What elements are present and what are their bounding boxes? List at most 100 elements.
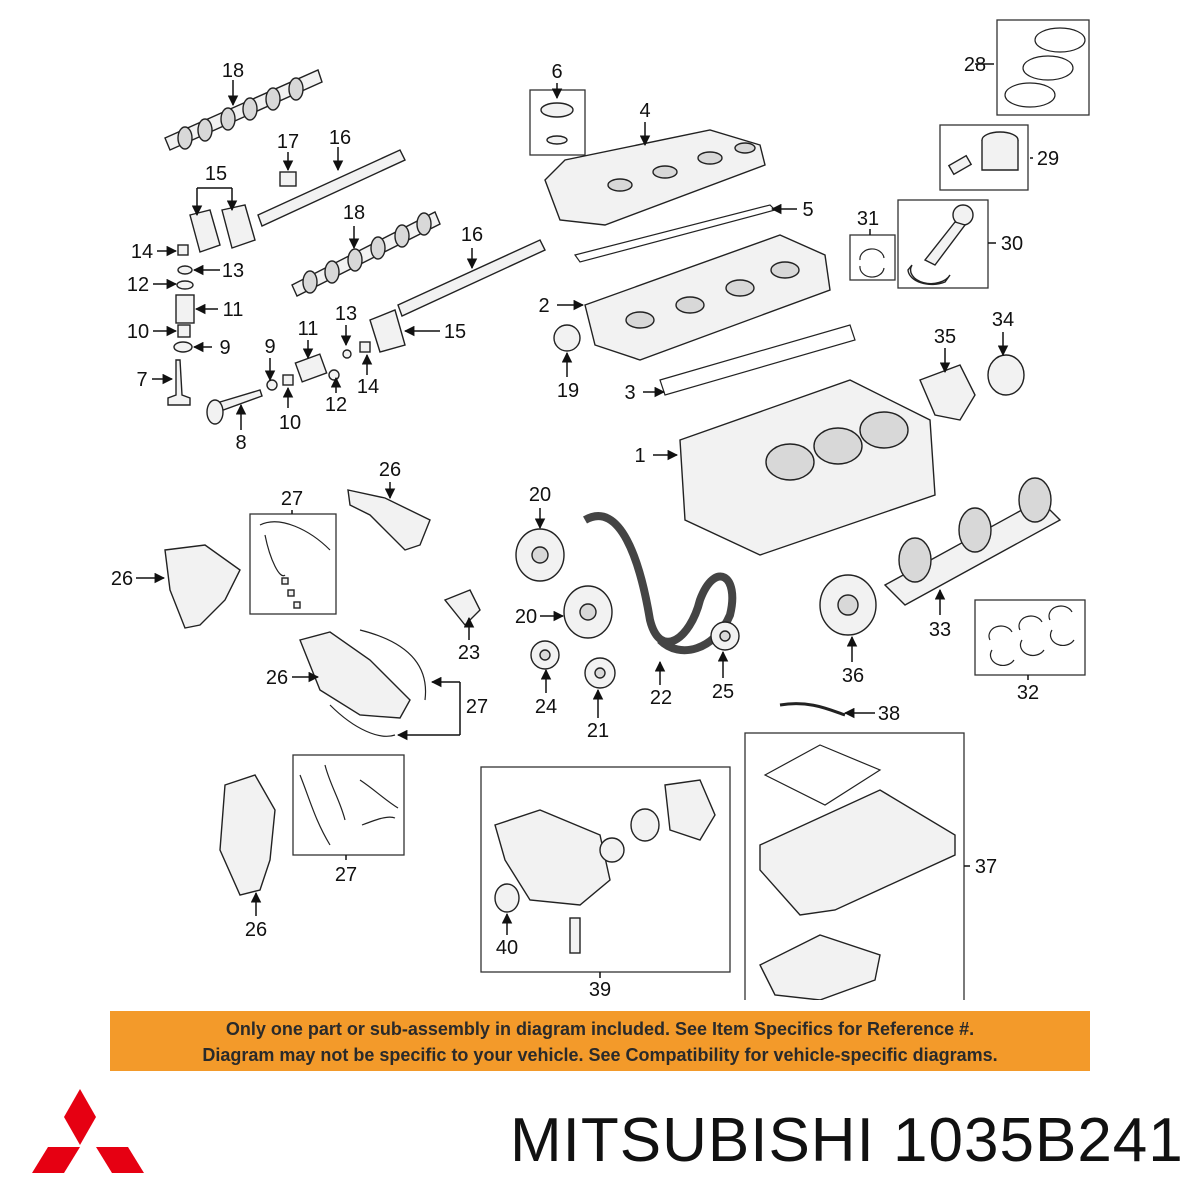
disclaimer-banner: Only one part or sub-assembly in diagram… <box>110 1011 1090 1071</box>
connecting-rod <box>907 204 974 286</box>
callout-7: 7 <box>136 369 147 391</box>
callout-4: 4 <box>639 100 650 122</box>
cover-gasket-box-2 <box>292 754 405 856</box>
oil-pan <box>759 744 956 1000</box>
oil-filler-cap <box>540 102 574 145</box>
callout-27b: 27 <box>466 696 488 718</box>
callout-38: 38 <box>878 703 900 725</box>
timing-cover-lower <box>219 774 276 896</box>
engine-block <box>679 379 936 556</box>
callout-33: 33 <box>929 619 951 641</box>
cover-gasket-1 <box>259 521 331 577</box>
valve-cover <box>544 129 766 226</box>
callout-2: 2 <box>538 295 549 317</box>
callout-15b: 15 <box>444 321 466 343</box>
crank-pulley <box>819 574 877 636</box>
cover-gasket-box-1 <box>249 513 337 615</box>
valve-parts-left <box>167 244 195 406</box>
callout-16b: 16 <box>461 224 483 246</box>
callout-24: 24 <box>535 696 557 718</box>
callout-3: 3 <box>624 382 635 404</box>
cam-seal <box>553 324 581 352</box>
main-bearings-box <box>974 599 1086 676</box>
cover-gasket-2 <box>329 629 427 737</box>
callout-9b: 9 <box>264 336 275 358</box>
main-bearings <box>988 605 1075 667</box>
disclaimer-line-1: Only one part or sub-assembly in diagram… <box>225 1019 975 1039</box>
callout-23: 23 <box>458 642 480 664</box>
callout-34: 34 <box>992 309 1014 331</box>
rod-bearing-box <box>849 234 896 281</box>
callout-labels: 18 16 17 15 14 13 12 11 10 9 7 8 18 16 1… <box>111 54 1059 1000</box>
callout-lines <box>136 63 1033 978</box>
callout-14b: 14 <box>357 376 379 398</box>
rear-seal-housing <box>919 364 976 421</box>
crankshaft <box>883 477 1062 606</box>
piston-rings-box <box>996 19 1090 116</box>
part-number: 1035B241 <box>893 1106 1184 1175</box>
callout-22: 22 <box>650 687 672 709</box>
crank-sprocket <box>584 657 616 689</box>
camshaft-upper <box>164 69 323 151</box>
part-17-clip <box>279 171 297 187</box>
callout-19: 19 <box>557 380 579 402</box>
camshaft-lower <box>291 211 441 297</box>
callout-16a: 16 <box>329 127 351 149</box>
rocker-arms-upper <box>189 204 256 253</box>
timing-cover-left <box>164 544 241 629</box>
callout-20b: 20 <box>515 606 537 628</box>
callout-26d: 26 <box>245 919 267 941</box>
callout-26b: 26 <box>111 568 133 590</box>
idler-pulley-25 <box>710 621 740 651</box>
rocker-shaft-upper <box>257 149 406 227</box>
timing-cover-middle <box>299 631 411 719</box>
callout-14a: 14 <box>131 241 153 263</box>
cover-gasket-clips-1 <box>281 577 301 609</box>
rear-main-seal <box>987 354 1025 396</box>
rocker-arm-lower <box>369 309 406 353</box>
oil-pump-box <box>480 766 731 973</box>
disclaimer-line-2: Diagram may not be specific to your vehi… <box>202 1045 998 1065</box>
idler-pulley-24 <box>530 640 560 670</box>
valve-parts-lower <box>206 341 371 425</box>
piston-box <box>939 124 1029 191</box>
callout-37: 37 <box>975 856 997 878</box>
cover-gasket-3 <box>299 764 399 846</box>
callout-10b: 10 <box>279 412 301 434</box>
engine-parts-diagram: 18 16 17 15 14 13 12 11 10 9 7 8 18 16 1… <box>111 19 1090 1000</box>
callout-18a: 18 <box>222 60 244 82</box>
callout-26c: 26 <box>266 667 288 689</box>
timing-belt <box>583 512 737 655</box>
cam-sprocket-upper <box>515 528 565 582</box>
cam-sprocket-lower <box>563 585 613 639</box>
callout-31: 31 <box>857 208 879 230</box>
callout-18b: 18 <box>343 202 365 224</box>
oil-pump <box>494 779 716 954</box>
callout-11a: 11 <box>223 299 244 321</box>
oil-pan-box <box>744 732 965 1000</box>
callout-35: 35 <box>934 326 956 348</box>
connecting-rod-box <box>897 199 989 289</box>
piston-rings <box>1004 27 1086 108</box>
oil-cap-box <box>529 89 586 156</box>
callout-30: 30 <box>1001 233 1023 255</box>
timing-cover-upper <box>347 489 431 551</box>
callout-15a: 15 <box>205 163 227 185</box>
callout-27c: 27 <box>335 864 357 886</box>
three-diamonds-logo-icon <box>32 1089 144 1173</box>
cylinder-head <box>584 234 831 361</box>
callout-27a: 27 <box>281 488 303 510</box>
callout-13a: 13 <box>222 260 244 282</box>
callout-28: 28 <box>964 54 986 76</box>
callout-40: 40 <box>496 937 518 959</box>
rocker-shaft-lower <box>397 239 546 317</box>
piston <box>947 131 1019 176</box>
callout-6: 6 <box>551 61 562 83</box>
rod-bearing <box>859 248 885 278</box>
brand-name: MITSUBISHI <box>510 1106 875 1175</box>
callout-5: 5 <box>802 199 813 221</box>
callout-17: 17 <box>277 131 299 153</box>
oil-strainer-pipe <box>779 702 846 717</box>
callout-29: 29 <box>1037 148 1059 170</box>
callout-10a: 10 <box>127 321 149 343</box>
